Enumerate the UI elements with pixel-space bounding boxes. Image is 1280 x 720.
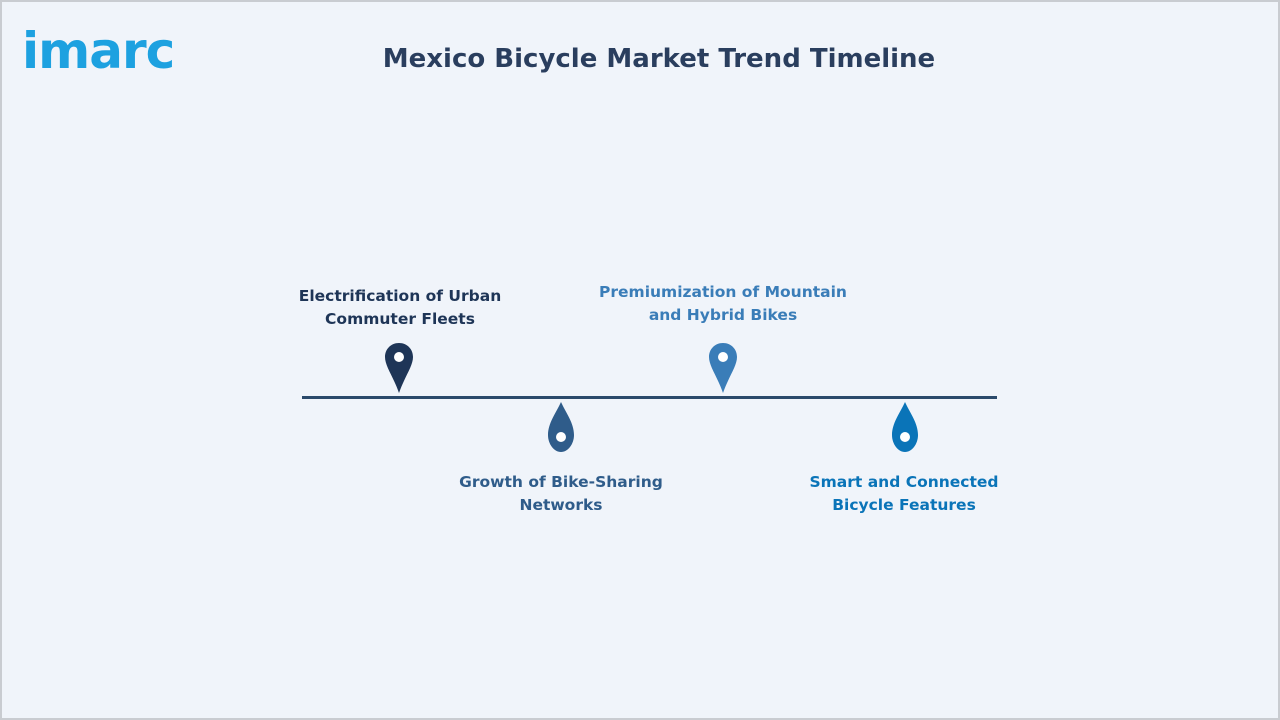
timeline-label-2-line1: Growth of Bike-Sharing [459,473,663,491]
timeline-label-3-line1: Premiumization of Mountain [599,283,847,301]
timeline-label-1: Electrification of Urban Commuter Fleets [270,285,530,331]
timeline-label-1-line2: Commuter Fleets [325,310,475,328]
timeline-label-4-line2: Bicycle Features [832,496,976,514]
drop-pin-icon [892,402,918,452]
timeline-axis [302,396,997,399]
timeline-label-4: Smart and Connected Bicycle Features [774,471,1034,517]
map-pin-icon [385,343,413,393]
timeline-label-3-line2: and Hybrid Bikes [648,306,798,324]
imarc-logo: imarc [20,18,210,84]
timeline-label-1-line1: Electrification of Urban [298,287,502,305]
page-title: Mexico Bicycle Market Trend Timeline [382,44,936,74]
drop-pin-icon [548,402,574,452]
timeline-label-3: Premiumization of Mountain and Hybrid Bi… [593,281,853,327]
timeline-label-2-line2: Networks [519,496,603,514]
map-pin-icon [709,343,737,393]
logo-text: imarc [22,22,175,80]
timeline-label-2: Growth of Bike-Sharing Networks [431,471,691,517]
timeline-label-4-line1: Smart and Connected [809,473,999,491]
